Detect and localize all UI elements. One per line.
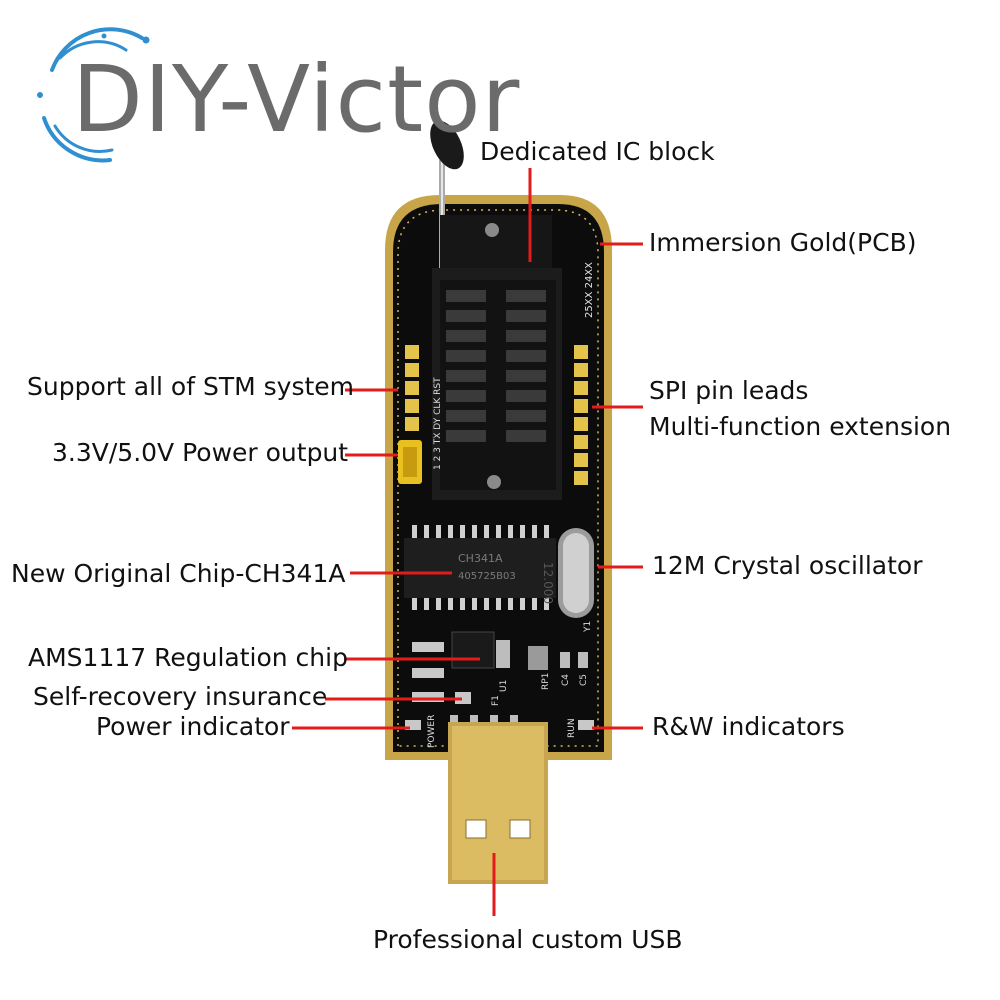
brand-logo-text: DIY-Victor	[72, 46, 521, 153]
f1-mark: F1	[491, 695, 501, 706]
crystal-oscillator	[558, 528, 594, 618]
c5-mark: C5	[579, 673, 589, 686]
label-usb: Professional custom USB	[373, 925, 683, 954]
run-mark: RUN	[567, 718, 577, 738]
ch341a-chip	[404, 525, 556, 610]
logo-mark	[37, 27, 150, 163]
label-power-indicator: Power indicator	[96, 712, 290, 741]
label-spi: SPI pin leads	[649, 376, 809, 405]
power-mark: POWER	[427, 714, 437, 748]
label-fuse: Self-recovery insurance	[33, 682, 328, 711]
label-gold-pcb: Immersion Gold(PCB)	[649, 228, 917, 257]
callout-lines	[292, 168, 643, 916]
chip-code: 405725B03	[458, 571, 516, 582]
spi-header	[574, 345, 588, 485]
c4-mark: C4	[561, 673, 571, 686]
label-multi-function: Multi-function extension	[649, 412, 952, 441]
label-ch341a: New Original Chip-CH341A	[11, 559, 346, 588]
crystal-marking: 12.000	[541, 562, 555, 604]
label-ic-block: Dedicated IC block	[480, 137, 715, 166]
label-power-output: 3.3V/5.0V Power output	[52, 438, 349, 467]
rp1-mark: RP1	[541, 672, 551, 690]
stm-header	[405, 345, 419, 431]
u1-mark: U1	[499, 679, 509, 692]
pin-marks: 1 2 3 TX DY CLK RST	[433, 377, 443, 470]
label-stm: Support all of STM system	[27, 372, 355, 401]
power-jumper	[398, 440, 422, 484]
label-crystal: 12M Crystal oscillator	[652, 551, 923, 580]
socket-marks: 25XX 24XX	[584, 261, 595, 318]
y1-mark: Y1	[583, 620, 593, 632]
label-ams1117: AMS1117 Regulation chip	[28, 643, 348, 672]
label-rw-indicators: R&W indicators	[652, 712, 845, 741]
chip-marking: CH341A	[458, 552, 503, 565]
ic-socket	[432, 215, 562, 500]
usb-connector	[448, 722, 548, 884]
